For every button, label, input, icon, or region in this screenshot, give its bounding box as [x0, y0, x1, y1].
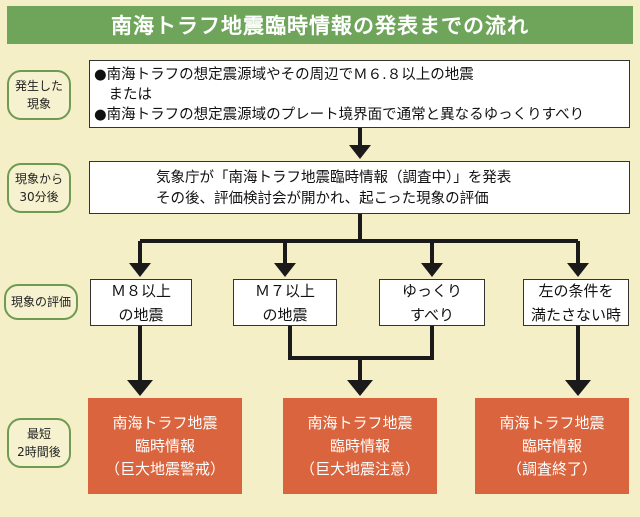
stage-label-evaluation: 現象の評価 [4, 284, 78, 320]
stage-label-line: 現象 [26, 97, 51, 111]
result-closed-box: 南海トラフ地震 臨時情報 （調査終了） [475, 398, 629, 494]
result-line: 南海トラフ地震 [499, 413, 605, 432]
arrow-head [421, 263, 443, 277]
stage-label-line: 2時間後 [17, 445, 61, 459]
arrow-head [565, 380, 591, 396]
result-line: （巨大地震警戒） [104, 459, 225, 478]
connector-line [288, 326, 434, 360]
stage-label-phenomenon: 発生した 現象 [7, 70, 71, 120]
evaluation-line: 満たさない時 [530, 305, 621, 324]
evaluation-line: Ｍ８以上 [110, 281, 171, 300]
arrow-head [567, 263, 589, 277]
stage-label-line: 発生した [14, 79, 63, 93]
evaluation-line: すべり [410, 305, 454, 324]
result-line: （巨大地震注意） [299, 459, 420, 478]
evaluation-line: の地震 [262, 305, 308, 324]
stage-label-line: 現象から [14, 172, 63, 186]
result-warning-box: 南海トラフ地震 臨時情報 （巨大地震警戒） [88, 398, 242, 494]
stage-label-latest: 最短 2時間後 [7, 418, 71, 468]
evaluation-line: ゆっくり [401, 281, 462, 300]
phenomenon-line-2: または [94, 87, 152, 103]
evaluation-slow-slip-box: ゆっくり すべり [379, 279, 485, 326]
jma-line-1: 気象庁が「南海トラフ地震臨時情報（調査中）」を発表 [156, 170, 512, 186]
phenomenon-line-1: ●南海トラフの想定震源域やその周辺でＭ６.８以上の地震 [94, 67, 474, 83]
arrow-head [127, 380, 153, 396]
stage-label-line: 30分後 [19, 190, 59, 204]
phenomenon-line-3: ●南海トラフの想定震源域のプレート境界面で通常と異なるゆっくりすべり [94, 107, 585, 123]
evaluation-m7-box: Ｍ７以上 の地震 [233, 279, 337, 326]
evaluation-other-box: 左の条件を 満たさない時 [523, 279, 629, 326]
arrow-head [349, 145, 371, 159]
arrow-head [347, 380, 373, 396]
result-line: 南海トラフ地震 [112, 413, 218, 432]
result-line: 臨時情報 [134, 436, 195, 455]
evaluation-line: 左の条件を [538, 281, 614, 300]
result-line: （調査終了） [506, 459, 597, 478]
stage-label-line: 最短 [26, 427, 51, 441]
result-line: 南海トラフ地震 [307, 413, 413, 432]
page-title: 南海トラフ地震臨時情報の発表までの流れ [7, 6, 633, 44]
stage-label-line: 現象の評価 [10, 295, 71, 309]
jma-line-2: その後、評価検討会が開かれ、起こった現象の評価 [156, 191, 489, 207]
evaluation-line: の地震 [118, 305, 164, 324]
result-line: 臨時情報 [329, 436, 390, 455]
jma-announcement-box: 気象庁が「南海トラフ地震臨時情報（調査中）」を発表 その後、評価検討会が開かれ、… [89, 161, 630, 214]
phenomenon-box: ●南海トラフの想定震源域やその周辺でＭ６.８以上の地震 または ●南海トラフの想… [89, 60, 630, 128]
arrow-head [129, 263, 151, 277]
evaluation-m8-box: Ｍ８以上 の地震 [90, 279, 192, 326]
evaluation-line: Ｍ７以上 [254, 281, 315, 300]
stage-label-after30: 現象から 30分後 [7, 163, 71, 213]
result-line: 臨時情報 [521, 436, 582, 455]
arrow-head [274, 263, 296, 277]
result-advisory-box: 南海トラフ地震 臨時情報 （巨大地震注意） [283, 398, 437, 494]
